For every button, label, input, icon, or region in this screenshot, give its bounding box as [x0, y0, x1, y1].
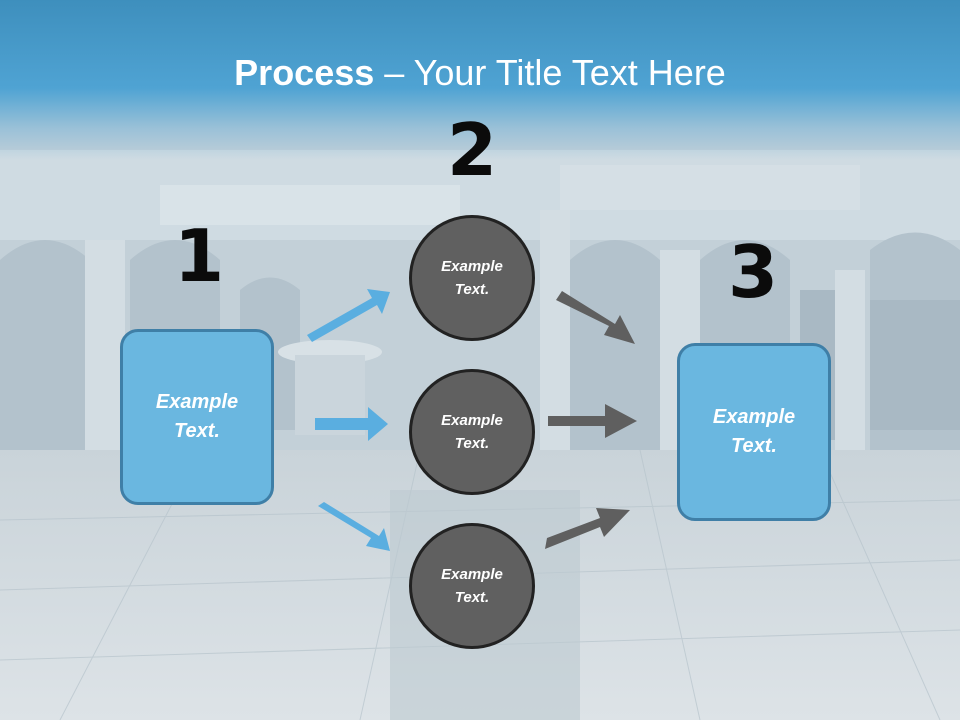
- arrow-gray-right-icon: [548, 404, 637, 438]
- process-circle-top: Example Text.: [409, 215, 535, 341]
- step-number-1: 1: [173, 214, 225, 298]
- process-circle-middle: Example Text.: [409, 369, 535, 495]
- step-number-2: 2: [446, 108, 498, 192]
- process-circle-middle-label: Example Text.: [441, 412, 503, 452]
- arrow-blue-up-icon: [307, 289, 390, 342]
- process-box-left: Example Text.: [120, 329, 274, 505]
- header-band: [0, 0, 960, 160]
- slide-title: Process – Your Title Text Here: [0, 52, 960, 94]
- process-box-left-label: Example Text.: [155, 391, 239, 442]
- title-rest: – Your Title Text Here: [374, 52, 726, 93]
- process-box-right-label: Example Text.: [712, 406, 796, 457]
- process-circle-bottom: Example Text.: [409, 523, 535, 649]
- process-circle-top-label: Example Text.: [441, 258, 503, 298]
- process-box-right: Example Text.: [677, 343, 831, 521]
- arrow-blue-down-icon: [318, 502, 390, 551]
- arrow-blue-right-icon: [315, 407, 388, 441]
- title-bold: Process: [234, 52, 375, 93]
- arrow-gray-down-icon: [556, 291, 635, 344]
- arrow-gray-up-icon: [545, 508, 630, 549]
- process-circle-bottom-label: Example Text.: [441, 566, 503, 606]
- step-number-3: 3: [727, 230, 779, 314]
